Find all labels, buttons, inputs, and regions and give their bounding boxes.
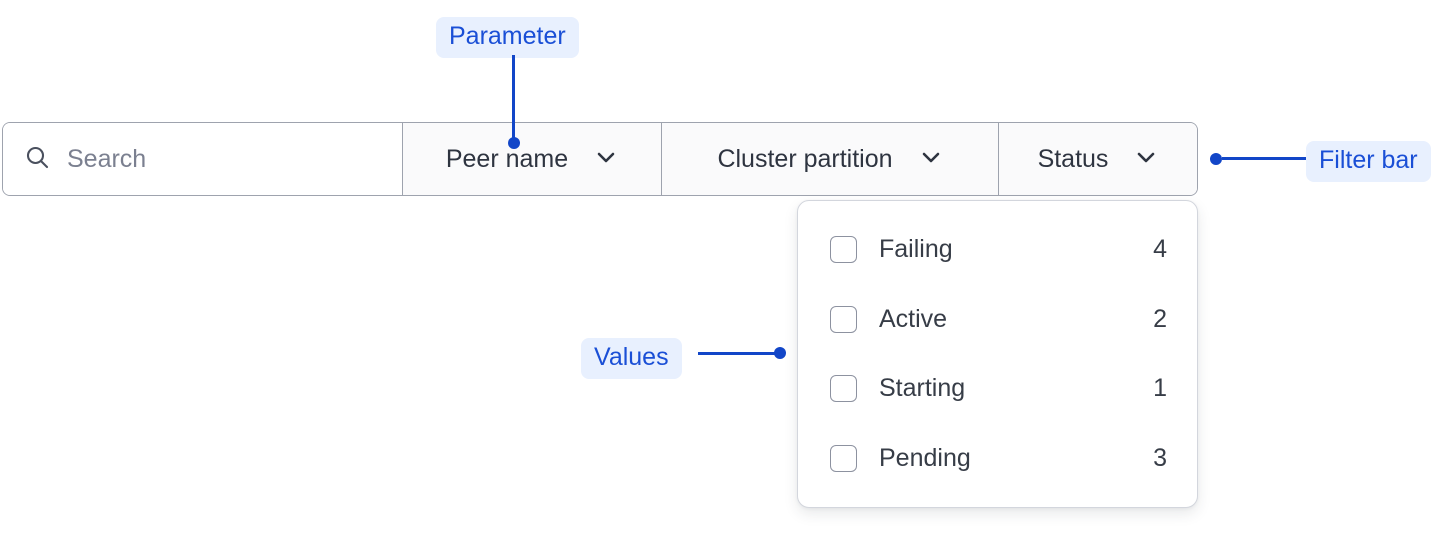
annotation-connector-values [698, 352, 780, 355]
list-item-label: Failing [879, 235, 953, 264]
checkbox-pending[interactable] [830, 444, 857, 472]
checkbox-starting[interactable] [830, 375, 857, 403]
filter-dropdown-status[interactable]: Status [999, 123, 1197, 195]
filter-dropdown-peer-name[interactable]: Peer name [403, 123, 662, 195]
filter-dropdown-status-label: Status [1037, 144, 1109, 173]
list-item[interactable]: Pending 3 [798, 428, 1197, 488]
checkbox-failing[interactable] [830, 236, 857, 264]
annotation-label-filter-bar: Filter bar [1306, 141, 1431, 182]
list-item-count: 3 [1153, 443, 1167, 472]
annotation-dot-values [774, 347, 786, 359]
list-item-label: Pending [879, 443, 971, 472]
list-item[interactable]: Failing 4 [798, 220, 1197, 280]
chevron-down-icon [594, 145, 618, 174]
annotation-dot-filter-bar [1210, 153, 1222, 165]
status-dropdown-panel: Failing 4 Active 2 Starting 1 Pending 3 [797, 200, 1198, 508]
list-item[interactable]: Active 2 [798, 289, 1197, 349]
chevron-down-icon [919, 145, 943, 174]
list-item-count: 2 [1153, 304, 1167, 333]
search-field-cell[interactable] [3, 123, 403, 195]
list-item-count: 1 [1153, 374, 1167, 403]
filter-dropdown-peer-name-label: Peer name [445, 144, 569, 173]
list-item[interactable]: Starting 1 [798, 359, 1197, 419]
chevron-down-icon [1134, 145, 1158, 174]
annotation-connector-filter-bar [1222, 157, 1306, 160]
annotation-dot-parameter [508, 137, 520, 149]
search-icon [23, 143, 51, 176]
filter-dropdown-cluster-partition-label: Cluster partition [717, 144, 893, 173]
annotation-connector-parameter [512, 55, 515, 143]
filter-dropdown-cluster-partition[interactable]: Cluster partition [662, 123, 999, 195]
annotation-label-parameter: Parameter [436, 17, 579, 58]
list-item-label: Starting [879, 374, 966, 403]
annotation-label-values: Values [581, 338, 682, 379]
checkbox-active[interactable] [830, 305, 857, 333]
list-item-label: Active [879, 304, 948, 333]
search-input[interactable] [67, 144, 387, 174]
filter-bar: Peer name Cluster partition Status [2, 122, 1198, 196]
list-item-count: 4 [1153, 235, 1167, 264]
